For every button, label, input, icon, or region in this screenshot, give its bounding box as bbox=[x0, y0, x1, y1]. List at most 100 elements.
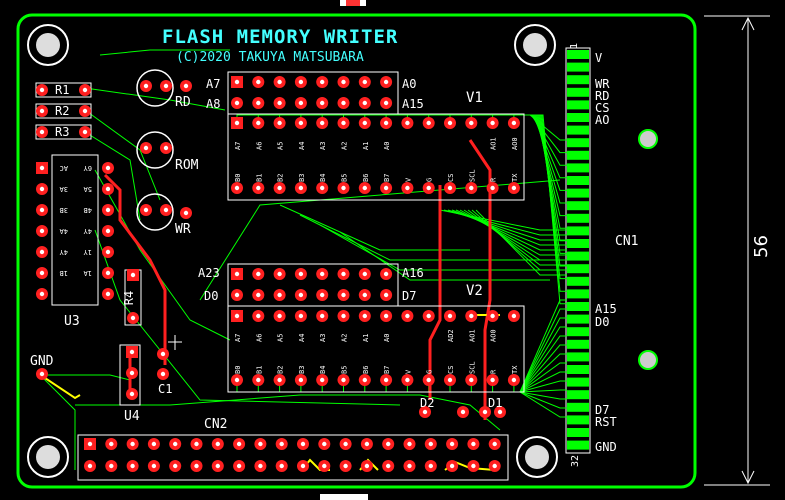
v1-chip-outline bbox=[227, 113, 525, 201]
pad bbox=[467, 460, 480, 472]
cn1-contact bbox=[567, 150, 589, 160]
pad bbox=[36, 183, 48, 195]
pin-label: B4 bbox=[319, 174, 327, 182]
pad bbox=[231, 374, 243, 386]
pad bbox=[126, 460, 139, 472]
pad bbox=[337, 289, 350, 301]
cn1-contact bbox=[567, 239, 589, 248]
pad bbox=[140, 204, 152, 216]
pin-label: B0 bbox=[234, 174, 242, 182]
pad bbox=[180, 80, 192, 92]
pad bbox=[486, 374, 499, 386]
u4-outline bbox=[119, 344, 141, 406]
capacitor-c1-label: C1 bbox=[158, 382, 173, 396]
pad bbox=[507, 374, 520, 386]
pin-label: CS bbox=[447, 366, 455, 374]
cn1-contact bbox=[567, 50, 589, 59]
pin-label: A5 bbox=[277, 142, 285, 150]
pad bbox=[233, 460, 246, 472]
pin-label: B3 bbox=[298, 366, 306, 374]
pin-label: R bbox=[490, 177, 498, 182]
pad bbox=[231, 117, 243, 129]
pin-label: A2 bbox=[341, 142, 349, 150]
pad bbox=[337, 117, 350, 129]
pin-label: 6Y bbox=[83, 164, 92, 172]
header-label-a23: A23 bbox=[198, 266, 220, 280]
pad bbox=[102, 183, 114, 195]
pad bbox=[294, 374, 307, 386]
pin-label: V bbox=[404, 177, 412, 182]
dimension-marker bbox=[704, 15, 770, 486]
pin-label: AO1 bbox=[490, 137, 498, 150]
cn1-contact bbox=[567, 390, 589, 400]
cn1-contact bbox=[567, 365, 589, 374]
pad bbox=[446, 460, 459, 472]
pad bbox=[252, 97, 265, 109]
cn1-pin-a15: A15 bbox=[595, 302, 617, 316]
pad bbox=[273, 268, 286, 280]
pad bbox=[126, 438, 139, 450]
pin-label: V bbox=[404, 369, 412, 374]
pad bbox=[102, 225, 114, 237]
cn1-contact bbox=[567, 415, 589, 425]
pad bbox=[339, 438, 352, 450]
pin-label: 4Y bbox=[59, 248, 68, 256]
pad bbox=[254, 460, 267, 472]
pad bbox=[294, 289, 307, 301]
pad bbox=[422, 374, 435, 386]
pad bbox=[488, 460, 501, 472]
pin-label: TX bbox=[511, 365, 519, 374]
u3-chip-outline bbox=[51, 154, 99, 306]
pad bbox=[211, 438, 224, 450]
cn1-pin-ao: AO bbox=[595, 113, 610, 127]
pad bbox=[316, 97, 329, 109]
pin-label: 4Y bbox=[83, 227, 92, 235]
pad bbox=[380, 182, 393, 194]
header-mid-a bbox=[227, 263, 399, 307]
pad bbox=[157, 348, 169, 360]
pad bbox=[380, 76, 393, 88]
pad bbox=[465, 182, 478, 194]
pin-label: B7 bbox=[383, 174, 391, 182]
pad bbox=[358, 268, 371, 280]
cn1-contact bbox=[567, 176, 589, 185]
pad bbox=[446, 438, 459, 450]
pin-label: B1 bbox=[255, 174, 263, 182]
pad bbox=[294, 268, 307, 280]
pad bbox=[273, 289, 286, 301]
cn1-contact bbox=[567, 276, 589, 286]
pad bbox=[252, 289, 265, 301]
resistor-r4-label: R4 bbox=[122, 290, 137, 306]
pin-label: 4B bbox=[84, 206, 92, 214]
pad bbox=[273, 117, 286, 129]
pad bbox=[231, 97, 243, 109]
pad bbox=[424, 438, 437, 450]
pads bbox=[36, 76, 520, 472]
pad bbox=[275, 460, 288, 472]
pad bbox=[252, 268, 265, 280]
pad bbox=[36, 225, 48, 237]
pad bbox=[444, 182, 456, 194]
pad bbox=[380, 289, 393, 301]
pad bbox=[401, 310, 414, 322]
pad bbox=[105, 438, 118, 450]
v2-chip-outline bbox=[227, 305, 525, 393]
pad bbox=[36, 105, 48, 117]
pad bbox=[102, 288, 114, 300]
pad bbox=[36, 162, 48, 174]
pad bbox=[316, 374, 329, 386]
pad bbox=[233, 438, 246, 450]
pad bbox=[424, 460, 437, 472]
pad bbox=[84, 460, 96, 472]
pin-label: AO0 bbox=[511, 137, 519, 150]
pin-label: B3 bbox=[298, 174, 306, 182]
pad bbox=[507, 310, 520, 322]
pin-label: G bbox=[426, 370, 434, 374]
cn1-contact bbox=[567, 87, 589, 97]
cn1-contact bbox=[567, 100, 589, 110]
pad bbox=[444, 117, 456, 129]
cn1-pin-1: 1 bbox=[569, 42, 581, 50]
pad bbox=[494, 406, 506, 418]
cn1-pin-d7: D7 bbox=[595, 403, 610, 417]
